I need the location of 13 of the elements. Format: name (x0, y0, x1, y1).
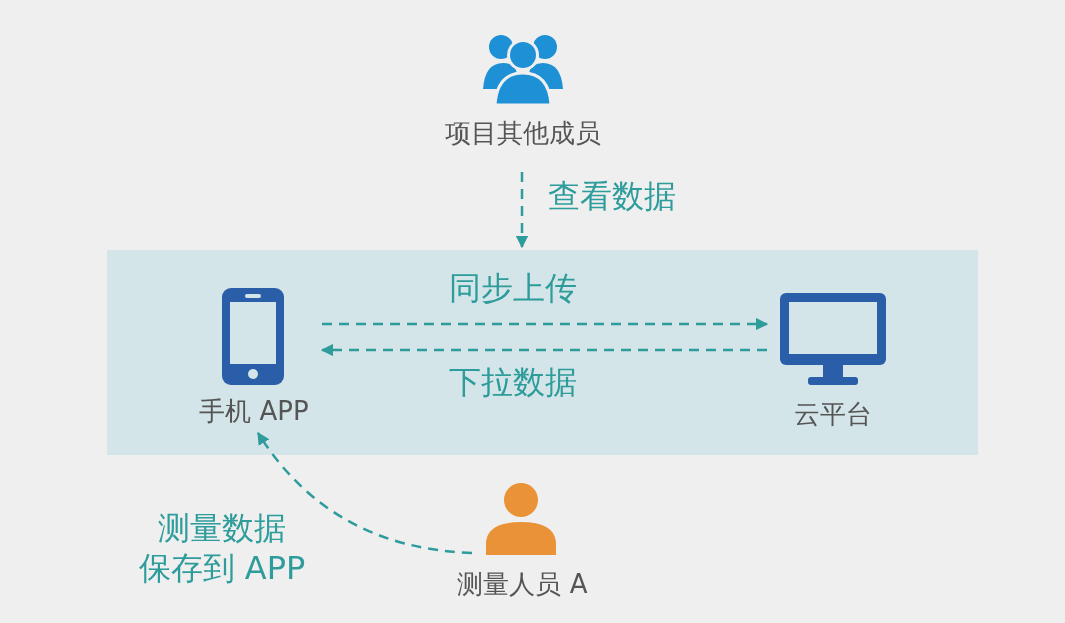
node-label: 云平台 (793, 398, 873, 430)
arrow (515, 172, 529, 249)
edge-label: 测量数据保存到 APP (137, 508, 307, 588)
arrow (256, 431, 473, 555)
arrow (320, 343, 767, 357)
panel-background (107, 250, 978, 455)
node-label: 手机 APP (198, 395, 310, 427)
edge-label: 同步上传 (447, 268, 578, 308)
edge-label: 查看数据 (547, 176, 677, 216)
node-label: 测量人员 A (456, 568, 589, 600)
edge-label: 下拉数据 (447, 362, 578, 402)
arrow (322, 317, 769, 331)
node-label: 项目其他成员 (443, 117, 602, 149)
